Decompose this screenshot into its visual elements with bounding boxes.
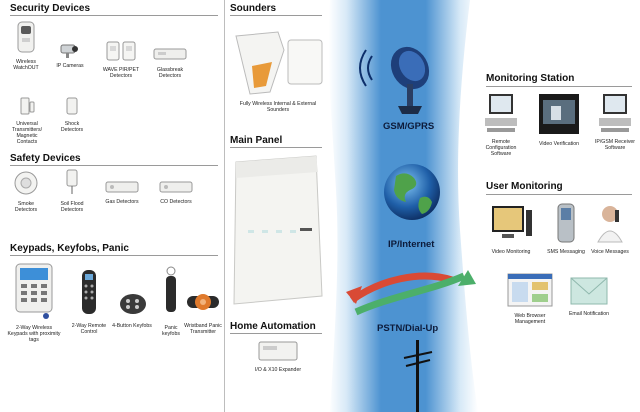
device-ipgsm-receiver: IP/GSM Receiver Software [592,92,638,151]
device-wristband: Wristband Panic Transmitter [182,288,224,335]
device-caption: Wristband Panic Transmitter [184,323,222,335]
device-sms: SMS Messaging [546,202,586,255]
outgoing-arrow [349,272,454,303]
wristband-icon [187,294,219,310]
envelope-icon [570,277,608,305]
device-caption: Smoke Detectors [14,201,38,213]
device-gas: Gas Detectors [102,180,142,205]
device-voice: Voice Messages [588,202,632,255]
device-glassbreak: Glassbreak Detectors [150,46,190,79]
device-caption: Video Verification [539,141,579,147]
pstn-dialup-label: PSTN/Dial-Up [377,323,439,334]
device-wave-pir: WAVE PIR/PET Detectors [102,40,140,79]
user-monitoring-title: User Monitoring [486,181,563,192]
device-caption: Web Browser Management [514,313,546,325]
main-panel-title: Main Panel [230,135,283,146]
keyfob-icon [120,294,146,314]
incoming-arrow [354,272,466,316]
magnetic-contact-icon [20,97,35,115]
device-flood: Soil Flood Detectors [55,168,89,213]
device-caption: WAVE PIR/PET Detectors [102,67,140,79]
co-detector-icon [159,181,193,193]
keypads-title: Keypads, Keyfobs, Panic [10,243,129,254]
device-video-verification: Video Verification [534,92,584,147]
device-caption: 2-Way Wireless Keypads with proximity ta… [7,325,61,343]
telephone-pole-icon [403,340,433,412]
mobile-phone-icon [557,203,575,243]
globe-icon [384,164,440,220]
device-shock-detectors: Shock Detectors [55,96,89,133]
video-screen-icon [539,94,579,134]
device-sounders: Fully Wireless Internal & External Sound… [230,22,326,113]
shock-detector-icon [66,97,78,115]
web-browser-icon [507,273,553,307]
security-devices-title: Security Devices [10,3,91,14]
device-video-monitoring: Video Monitoring [486,204,536,255]
video-monitor-icon [492,206,532,238]
device-caption: Remote Configuration Software [485,139,517,157]
sounders-title: Sounders [230,3,277,14]
device-caption: Email Notification [568,311,610,317]
person-phone-icon [597,206,623,243]
device-email: Email Notification [566,276,612,317]
device-caption: Panic keyfobs [162,325,180,337]
device-caption: Shock Detectors [60,121,84,133]
gas-detector-icon [105,181,139,193]
computer-icon [485,94,517,132]
device-caption: Fully Wireless Internal & External Sound… [239,101,317,113]
gsm-gprs-label: GSM/GPRS [383,121,435,132]
device-keyfob: 4-Button Keyfobs [112,290,152,329]
device-wireless-watchout: Wireless WatchOUT [8,20,44,71]
keypad-icon [15,263,53,319]
device-caption: 2-Way Remote Control [71,323,107,335]
pir-detector-icon [106,41,136,61]
device-caption: Voice Messages [591,249,629,255]
device-universal-transmitters: Universal Transmitters/ Magnetic Contact… [6,96,48,145]
device-co: CO Detectors [156,180,196,205]
siren-icon [235,31,323,95]
computer-icon [599,94,631,132]
device-caption: CO Detectors [160,199,192,205]
device-caption: Wireless WatchOUT [13,59,39,71]
device-caption: IP/GSM Receiver Software [594,139,636,151]
device-caption: Gas Detectors [105,199,139,205]
device-keypad: 2-Way Wireless Keypads with proximity ta… [6,262,62,343]
device-io-expander: I/O & X10 Expander [238,340,318,373]
io-expander-icon [258,341,298,361]
home-automation-title: Home Automation [230,321,316,332]
safety-devices-title: Safety Devices [10,153,81,164]
device-remote-config: Remote Configuration Software [478,92,524,157]
device-panic-keyfob: Panic keyfobs [156,266,186,337]
monitoring-station-title: Monitoring Station [486,73,575,84]
device-ip-cameras: IP Cameras [54,42,86,69]
device-remote: 2-Way Remote Control [70,268,108,335]
flood-detector-icon [66,169,78,194]
smoke-detector-icon [14,171,38,195]
device-web-browser: Web Browser Management [502,272,558,325]
device-caption: I/O & X10 Expander [254,367,302,373]
device-smoke: Smoke Detectors [8,170,44,213]
main-panel-icon [233,155,323,305]
satellite-dish-icon [359,46,430,114]
device-caption: Universal Transmitters/ Magnetic Contact… [11,121,43,145]
ip-internet-label: IP/Internet [388,239,435,250]
ip-camera-icon [60,44,78,58]
device-caption: Soil Flood Detectors [60,201,84,213]
device-caption: IP Cameras [56,63,84,69]
device-caption: SMS Messaging [547,249,585,255]
outdoor-detector-icon [17,21,35,53]
device-caption: Glassbreak Detectors [156,67,184,79]
remote-control-icon [82,270,96,314]
panic-keyfob-icon [166,266,176,312]
device-caption: Video Monitoring [491,249,531,255]
device-caption: 4-Button Keyfobs [112,323,152,329]
glassbreak-detector-icon [153,48,187,60]
